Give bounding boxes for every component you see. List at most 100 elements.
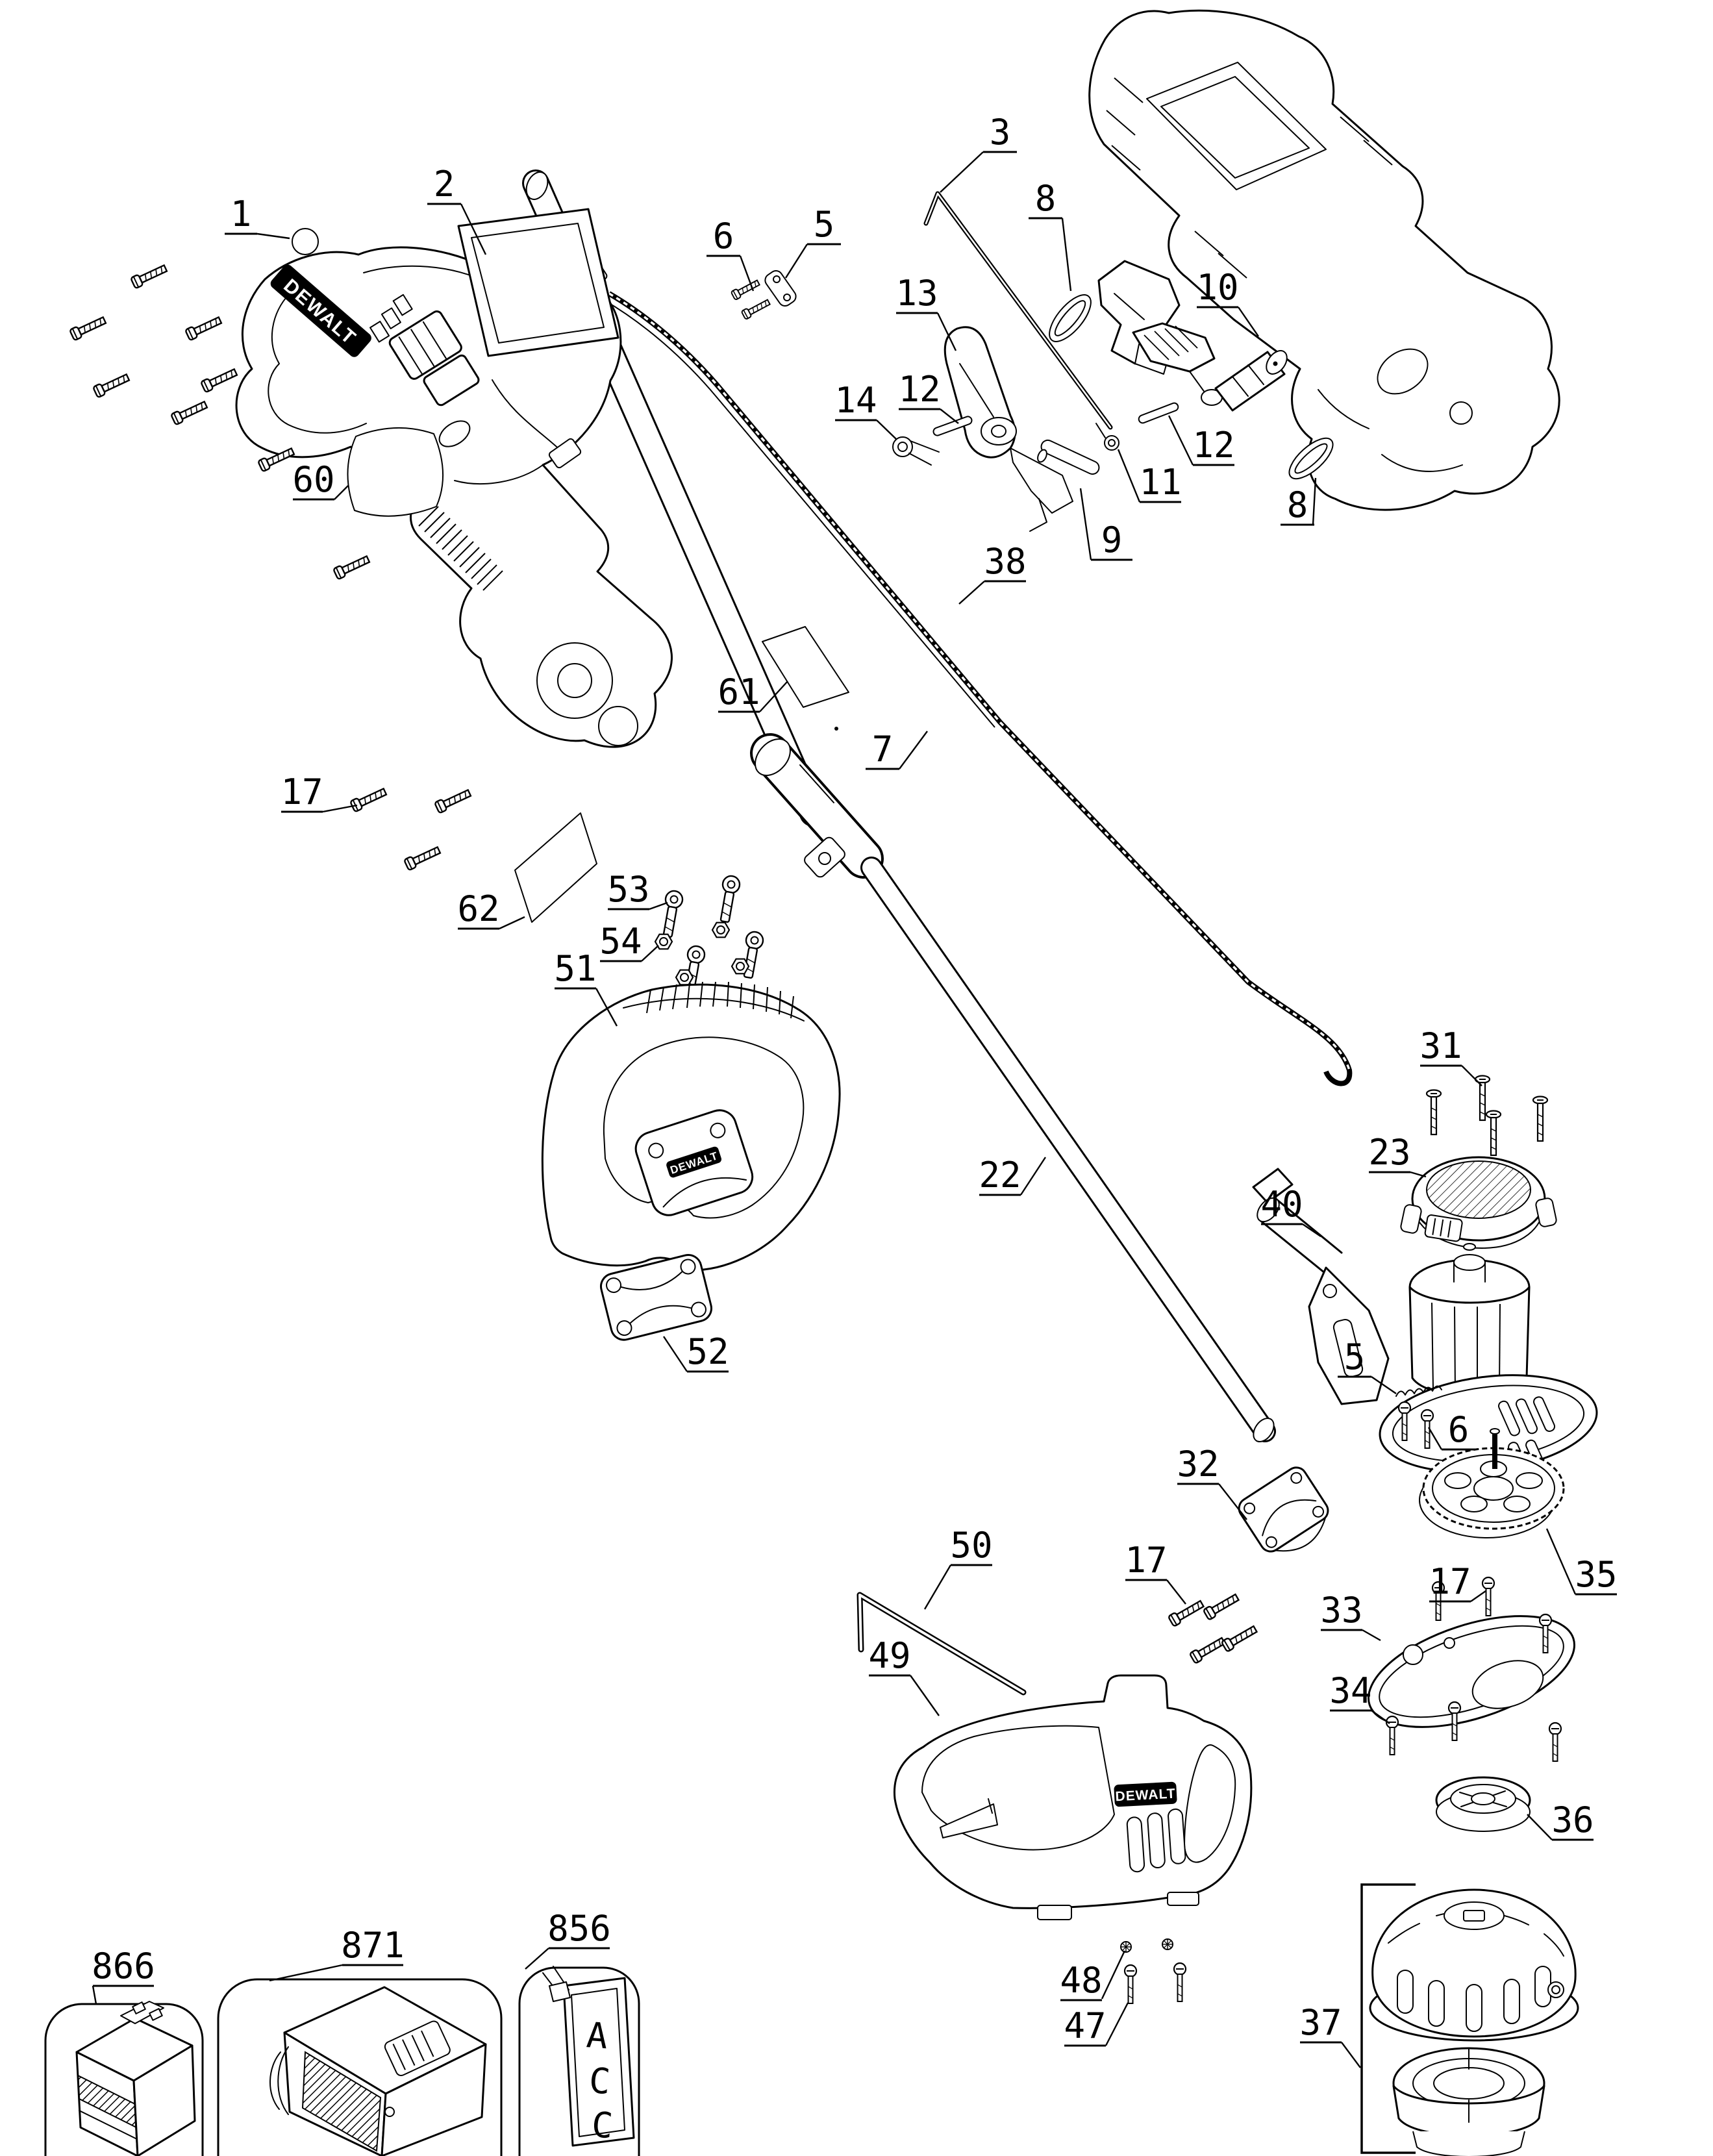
- callout-leader-line: [334, 485, 349, 500]
- callout-part-33: 33: [1320, 1590, 1381, 1642]
- callout-part-13: 13: [895, 273, 957, 351]
- callout-leader-line: [1341, 2042, 1361, 2068]
- callout-leader-line: [876, 420, 897, 440]
- callout-number-14: 14: [834, 380, 877, 421]
- callout-leader-line: [649, 901, 668, 910]
- torsion-spring-part14: [892, 436, 940, 466]
- callout-leader-line: [1362, 1629, 1381, 1642]
- callout-part-17c: 17: [1429, 1561, 1486, 1603]
- callout-part-866: 866: [92, 1946, 155, 2005]
- callout-number-50: 50: [950, 1525, 992, 1566]
- charger-drawing: [269, 1986, 487, 2156]
- terminal-clip-part5a: [764, 270, 797, 307]
- label-sticker-part61: [762, 626, 849, 708]
- callout-part-856: 856: [525, 1908, 611, 1970]
- callout-part-35: 35: [1545, 1528, 1618, 1596]
- trigger-lever-part13: [944, 326, 1073, 532]
- callout-leader-line: [1019, 1157, 1047, 1196]
- aux-loop-handle-part51: DEWALT: [541, 981, 841, 1272]
- callout-part-32: 32: [1177, 1444, 1247, 1520]
- callout-part-7: 7: [866, 729, 928, 770]
- label-sticker-part60: [347, 427, 444, 517]
- callout-number-7: 7: [872, 729, 894, 770]
- callout-part-6b: 6: [1427, 1409, 1475, 1451]
- callout-leader-line: [923, 1564, 952, 1610]
- callout-number-61: 61: [718, 671, 760, 712]
- callout-number-8: 8: [1287, 484, 1308, 525]
- callout-number-6: 6: [1448, 1409, 1469, 1450]
- callout-part-10: 10: [1196, 267, 1259, 337]
- callout-leader-line: [1371, 1710, 1390, 1724]
- callout-leader-line: [1218, 1483, 1247, 1520]
- callout-number-33: 33: [1320, 1590, 1362, 1631]
- callout-leader-line: [958, 581, 985, 605]
- callout-leader-line: [256, 232, 290, 240]
- callout-leader-line: [1061, 218, 1072, 292]
- callout-part-61: 61: [718, 671, 788, 713]
- callout-number-35: 35: [1575, 1554, 1617, 1595]
- guard-brand-text: DEWALT: [1115, 1786, 1176, 1805]
- callout-leader-line: [784, 244, 808, 279]
- motor-cap-part23: [1400, 1156, 1557, 1249]
- callout-number-6: 6: [713, 216, 734, 257]
- bracket-37: [1360, 1883, 1416, 2154]
- callout-leader-line: [663, 1336, 688, 1372]
- support-rod-part3: [923, 191, 1113, 430]
- callout-leader-line: [739, 255, 755, 292]
- speed-lever-part10: [1132, 322, 1288, 412]
- callout-leader-line: [322, 804, 358, 813]
- motor-part: [1408, 1243, 1531, 1397]
- callout-number-17: 17: [281, 771, 323, 812]
- callout-part-2: 2: [427, 164, 487, 255]
- callout-part-5b: 5: [1338, 1336, 1397, 1394]
- pin-part12b: [1138, 402, 1179, 424]
- callout-part-6a: 6: [706, 216, 755, 292]
- spring-part5b: [1395, 1385, 1442, 1397]
- callout-part-8a: 8: [1029, 178, 1072, 292]
- callout-leader-line: [1410, 1171, 1427, 1178]
- callout-leader-line: [1302, 1223, 1321, 1237]
- callout-part-38: 38: [958, 541, 1027, 605]
- callout-leader-line: [1545, 1528, 1577, 1595]
- callout-number-54: 54: [599, 921, 642, 962]
- callout-number-5: 5: [1344, 1336, 1366, 1377]
- callout-leader-line: [1117, 449, 1141, 503]
- callout-leader-line: [595, 988, 618, 1027]
- callout-part-47: 47: [1064, 2002, 1129, 2047]
- shaft-coupler: [750, 727, 884, 879]
- callout-leader-line: [940, 151, 984, 193]
- acc-letter-c2: C: [590, 2104, 614, 2146]
- callout-leader-line: [899, 731, 928, 770]
- callout-number-49: 49: [868, 1635, 910, 1676]
- callout-part-23: 23: [1368, 1132, 1427, 1178]
- callout-number-12: 12: [1192, 425, 1234, 466]
- callout-leader-line: [1470, 1590, 1486, 1602]
- callout-part-12a: 12: [898, 369, 959, 424]
- callout-part-50: 50: [923, 1525, 993, 1610]
- acc-letter-c1: C: [588, 2060, 612, 2102]
- callout-part-34: 34: [1329, 1670, 1390, 1724]
- callout-part-60: 60: [292, 459, 349, 501]
- callout-part-17b: 17: [1125, 1540, 1186, 1605]
- callout-part-871: 871: [269, 1925, 405, 1982]
- callout-number-31: 31: [1419, 1025, 1462, 1066]
- hex-wrench-part50: [856, 1592, 1027, 1696]
- callout-leader-line: [1105, 2002, 1129, 2046]
- battery-box-866: [44, 2001, 204, 2156]
- battery-pack-drawing: [75, 2001, 196, 2156]
- callout-part-1: 1: [225, 194, 290, 240]
- spring-part11: [1095, 423, 1119, 451]
- handle-clamp-boss: DEWALT: [634, 1109, 754, 1216]
- callout-number-11: 11: [1139, 462, 1181, 503]
- callout-part-40: 40: [1260, 1184, 1321, 1237]
- callout-part-51: 51: [554, 948, 618, 1027]
- callout-part-62: 62: [457, 888, 525, 930]
- callout-part-9: 9: [1079, 488, 1132, 561]
- callout-leader-line: [1166, 1579, 1186, 1605]
- callout-leader-line: [940, 408, 959, 424]
- callout-number-60: 60: [292, 459, 334, 500]
- callout-number-32: 32: [1177, 1444, 1219, 1485]
- callout-leader-line: [1238, 307, 1259, 337]
- callout-leader-line: [1101, 1950, 1126, 1999]
- callout-number-51: 51: [554, 948, 596, 989]
